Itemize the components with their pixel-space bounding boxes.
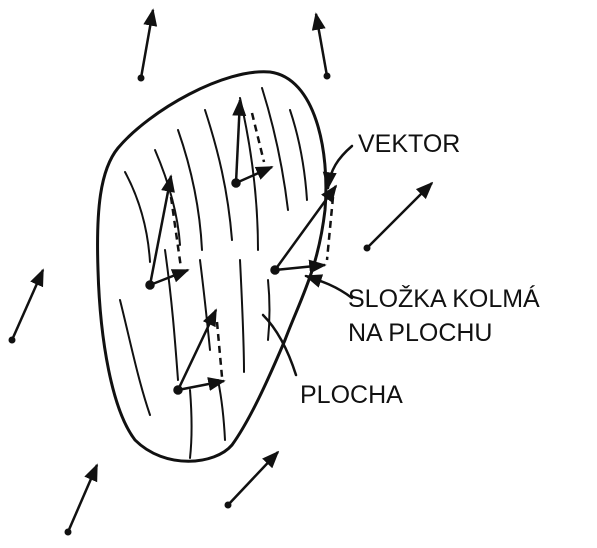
field-vector — [366, 181, 434, 249]
field-vector — [311, 12, 329, 77]
field-vector — [66, 463, 99, 533]
vector-tails — [8, 72, 371, 536]
field-vectors — [10, 8, 434, 533]
field-vector — [227, 450, 280, 506]
callout-slozka — [304, 274, 354, 300]
callout-vektor — [322, 144, 354, 190]
field-vector — [10, 268, 45, 341]
label-plocha: PLOCHA — [300, 381, 403, 409]
callout-lines — [261, 144, 354, 377]
decomposition-triangle — [231, 98, 274, 188]
field-vector — [139, 8, 158, 79]
label-vektor: VEKTOR — [358, 130, 461, 158]
decomposition-triangle — [270, 184, 338, 275]
surface — [96, 70, 328, 463]
label-slozka-line2: NA PLOCHU — [348, 319, 493, 347]
surface-hatching — [119, 87, 308, 459]
callout-plocha — [261, 313, 298, 377]
decomposition-triangles — [145, 98, 338, 395]
decomposition-triangle — [173, 308, 226, 395]
decomposition-triangle — [145, 174, 190, 290]
surface-outline — [96, 70, 328, 463]
label-slozka-line1: SLOŽKA KOLMÁ — [348, 285, 540, 313]
